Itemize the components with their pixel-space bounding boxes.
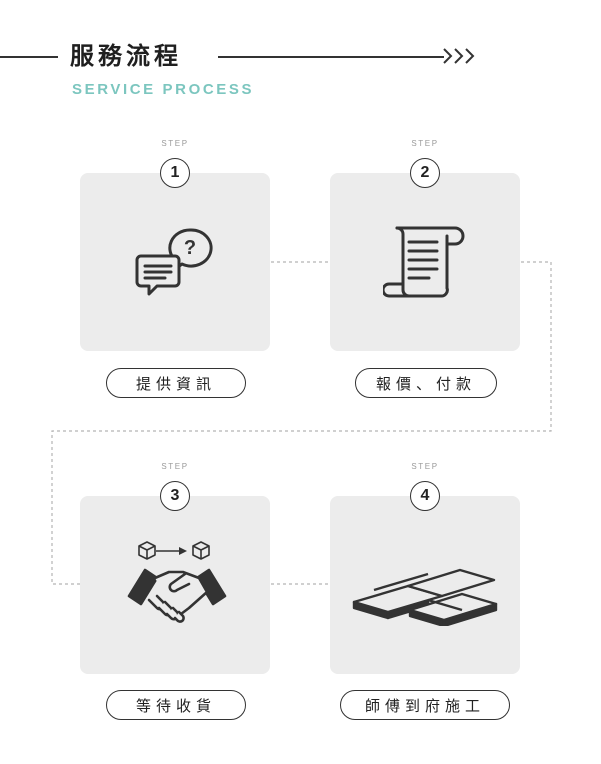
svg-text:?: ? <box>184 237 196 259</box>
step-2-number: 2 <box>410 158 440 188</box>
header-right-rule <box>218 56 444 58</box>
step-1-caption: 提供資訊 <box>106 368 246 398</box>
step-4-label: STEP <box>411 462 439 471</box>
step-3-caption: 等待收貨 <box>106 690 246 720</box>
header-left-rule <box>0 56 58 58</box>
chat-question-icon: ? <box>135 226 215 302</box>
step-1-label: STEP <box>161 139 189 148</box>
step-2-label: STEP <box>411 139 439 148</box>
triple-chevron-icon <box>442 45 478 71</box>
step-2-card <box>330 173 520 351</box>
step-4-number: 4 <box>410 481 440 511</box>
step-1-number: 1 <box>160 158 190 188</box>
document-scroll-icon <box>383 224 469 304</box>
handshake-delivery-icon <box>125 538 229 634</box>
step-4-caption: 師傅到府施工 <box>340 690 510 720</box>
step-3-label: STEP <box>161 462 189 471</box>
page-subtitle: SERVICE PROCESS <box>72 81 255 98</box>
floor-planks-icon <box>352 560 502 626</box>
step-2-caption: 報價、付款 <box>355 368 497 398</box>
step-3-number: 3 <box>160 481 190 511</box>
page-title: 服務流程 <box>70 42 182 70</box>
